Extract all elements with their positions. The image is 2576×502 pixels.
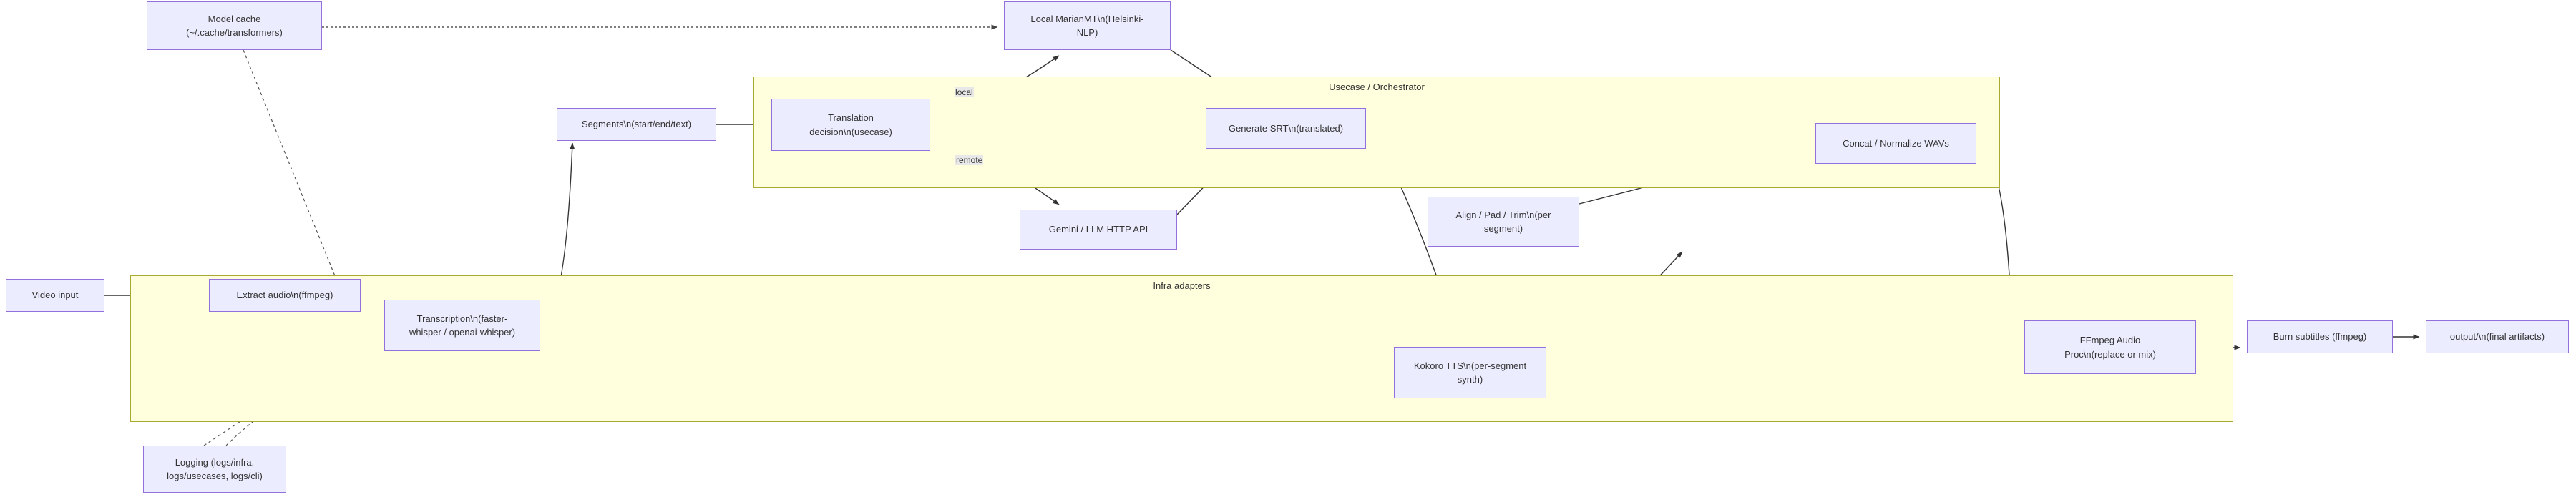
node-translation-decision-line2: decision\n(usecase) [809, 126, 892, 137]
node-output-artifacts[interactable]: output/\n(final artifacts) [2426, 320, 2569, 353]
node-concat-normalize-wavs[interactable]: Concat / Normalize WAVs [1815, 123, 1976, 164]
node-gemini-llm-http-api[interactable]: Gemini / LLM HTTP API [1020, 210, 1177, 250]
node-segments-line1: Segments\n(start/end/text) [581, 119, 692, 130]
node-ffmpeg-audio-proc-line1: FFmpeg Audio [2079, 335, 2141, 345]
node-logging[interactable]: Logging (logs/infra, logs/usecases, logs… [143, 446, 286, 493]
node-concat-normalize-wavs-line1: Concat / Normalize WAVs [1843, 137, 1949, 149]
node-align-pad-trim-line1: Align / Pad / Trim\n(per [1455, 209, 1551, 220]
node-kokoro-tts-line1: Kokoro TTS\n(per-segment [1413, 360, 1527, 371]
node-burn-subtitles[interactable]: Burn subtitles (ffmpeg) [2247, 320, 2393, 353]
node-translation-decision-line1: Translation [828, 112, 874, 123]
node-logging-line1: Logging (logs/infra, [175, 456, 255, 468]
node-burn-subtitles-line1: Burn subtitles (ffmpeg) [2273, 331, 2367, 343]
node-kokoro-tts[interactable]: Kokoro TTS\n(per-segment synth) [1394, 347, 1546, 398]
node-align-pad-trim[interactable]: Align / Pad / Trim\n(per segment) [1428, 197, 1579, 247]
node-video-input-line1: Video input [31, 290, 79, 301]
node-gemini-llm-http-api-line1: Gemini / LLM HTTP API [1048, 224, 1148, 235]
node-generate-srt[interactable]: Generate SRT\n(translated) [1206, 108, 1366, 149]
node-segments[interactable]: Segments\n(start/end/text) [557, 108, 716, 141]
cluster-infra-label: Infra adapters [1153, 280, 1211, 291]
node-model-cache-line2: (~/.cache/transformers) [186, 27, 283, 38]
node-model-cache[interactable]: Model cache (~/.cache/transformers) [147, 1, 322, 50]
node-video-input[interactable]: Video input [6, 279, 104, 312]
node-kokoro-tts-line2: synth) [1457, 374, 1483, 385]
node-transcription-line1: Transcription\n(faster- [416, 312, 508, 324]
cluster-usecase: Usecase / Orchestrator [753, 77, 2000, 188]
node-local-marianmt-line1: Local MarianMT\n(Helsinki- [1030, 13, 1144, 24]
node-local-marianmt-line2: NLP) [1076, 27, 1098, 38]
edge-label-local: local [955, 87, 974, 98]
edge-label-remote: remote [955, 155, 984, 166]
node-model-cache-line1: Model cache [208, 13, 261, 24]
node-output-artifacts-line1: output/\n(final artifacts) [2449, 331, 2545, 343]
node-ffmpeg-audio-proc-line2: Proc\n(replace or mix) [2064, 348, 2156, 360]
node-local-marianmt[interactable]: Local MarianMT\n(Helsinki- NLP) [1004, 1, 1171, 50]
node-logging-line2: logs/usecases, logs/cli) [167, 471, 263, 481]
node-translation-decision[interactable]: Translation decision\n(usecase) [771, 99, 930, 151]
node-generate-srt-line1: Generate SRT\n(translated) [1228, 122, 1344, 134]
node-transcription[interactable]: Transcription\n(faster- whisper / openai… [384, 300, 540, 351]
node-extract-audio[interactable]: Extract audio\n(ffmpeg) [209, 279, 361, 312]
node-ffmpeg-audio-proc[interactable]: FFmpeg Audio Proc\n(replace or mix) [2024, 320, 2196, 374]
cluster-usecase-label: Usecase / Orchestrator [1329, 82, 1425, 92]
node-align-pad-trim-line2: segment) [1483, 223, 1523, 234]
node-transcription-line2: whisper / openai-whisper) [409, 327, 516, 338]
node-extract-audio-line1: Extract audio\n(ffmpeg) [236, 290, 333, 301]
